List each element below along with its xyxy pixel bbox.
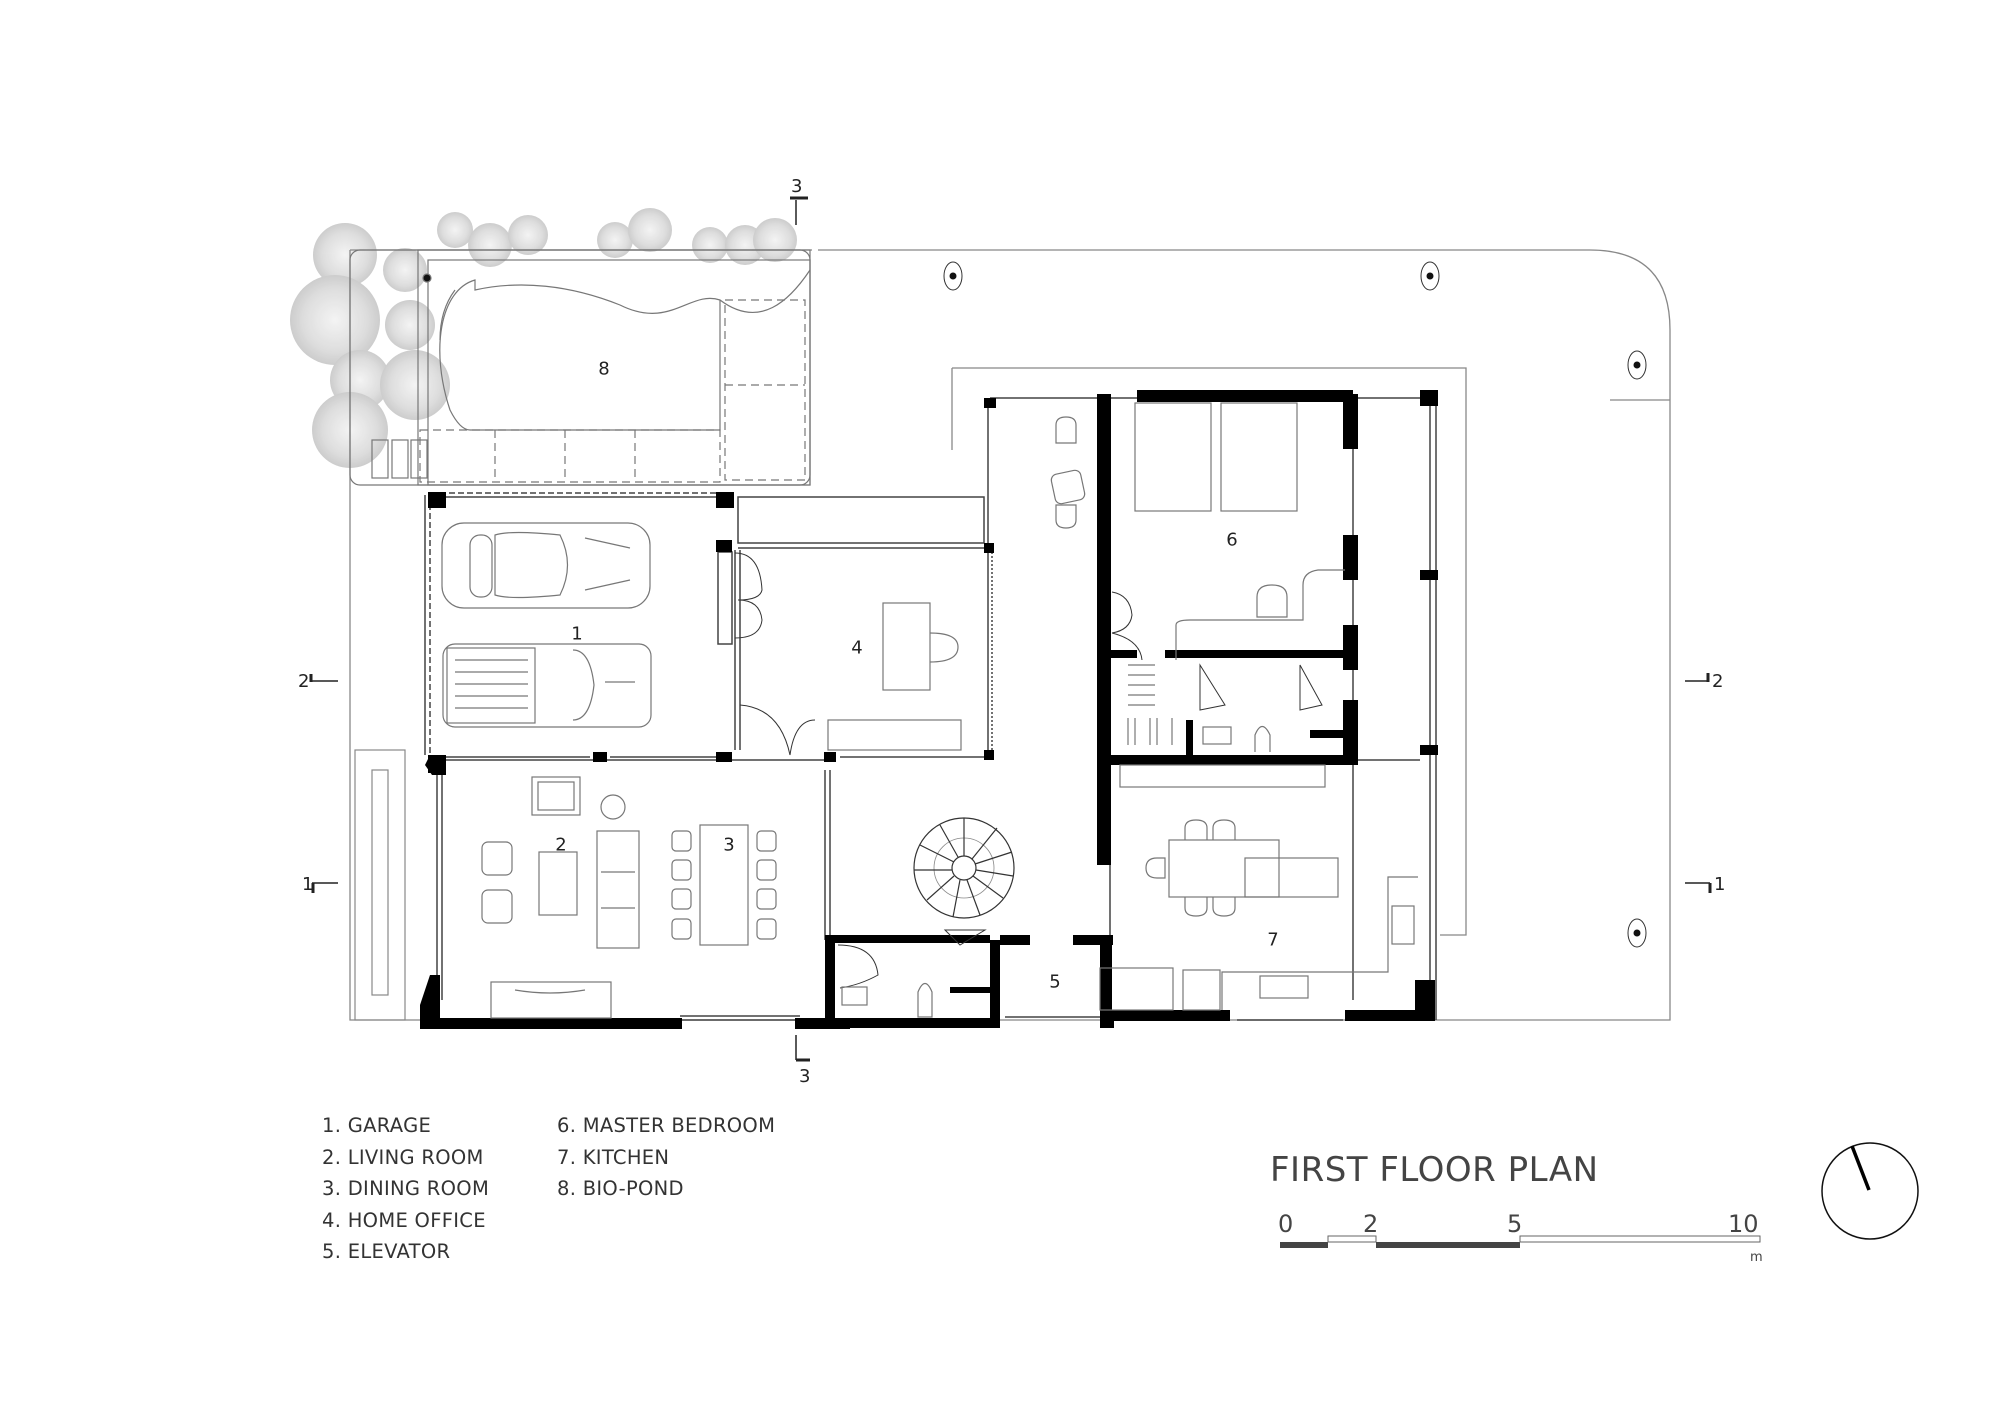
scale-tick-5: 5 (1507, 1210, 1523, 1238)
scale-tick-2: 2 (1363, 1210, 1379, 1238)
door-swings (734, 552, 1323, 989)
drawing-title: FIRST FLOOR PLAN (1270, 1150, 1599, 1190)
solid-walls (420, 390, 1438, 1029)
section-marker-top: 3 (791, 176, 803, 197)
north-arrow-icon (1821, 1142, 1919, 1240)
bio-pond (349, 249, 811, 486)
room-label-master-bedroom: 6 (1226, 529, 1238, 551)
garage-cars (441, 522, 652, 728)
legend-item: 8. BIO-POND (557, 1177, 684, 1200)
section-markers (309, 196, 1712, 1062)
landscape-trees (290, 208, 797, 468)
exterior-columns (943, 261, 1647, 948)
section-marker-right-upper: 2 (1712, 671, 1724, 692)
room-label-bio-pond: 8 (598, 358, 610, 380)
room-label-kitchen: 7 (1267, 929, 1279, 951)
scale-tick-0: 0 (1278, 1210, 1294, 1238)
section-marker-bottom: 3 (799, 1066, 811, 1087)
section-marker-left-upper: 2 (298, 671, 310, 692)
legend-item: 6. MASTER BEDROOM (557, 1114, 776, 1137)
room-label-elevator: 5 (1049, 971, 1061, 993)
room-label-living-room: 2 (555, 834, 567, 856)
room-label-home-office: 4 (851, 637, 863, 659)
site-boundary (349, 249, 1671, 1021)
section-marker-right-lower: 1 (1714, 874, 1726, 895)
legend-item: 4. HOME OFFICE (322, 1208, 486, 1232)
legend-item: 3. DINING ROOM (322, 1177, 490, 1200)
legend-item: 1. GARAGE (322, 1114, 432, 1137)
scale-unit: m (1750, 1250, 1763, 1265)
legend-item: 7. KITCHEN (557, 1145, 670, 1169)
spiral-staircase (913, 817, 1015, 919)
scale-bar (1280, 1235, 1761, 1248)
legend-item: 5. ELEVATOR (322, 1240, 451, 1263)
room-label-garage: 1 (571, 623, 583, 645)
west-terrace (354, 749, 406, 1021)
section-marker-left-lower: 1 (302, 874, 314, 895)
glazing-and-thin-walls (424, 397, 1437, 1021)
room-label-dining-room: 3 (723, 834, 735, 856)
legend-item: 2. LIVING ROOM (322, 1145, 484, 1169)
scale-tick-10: 10 (1728, 1210, 1759, 1238)
furniture (481, 402, 1418, 1019)
